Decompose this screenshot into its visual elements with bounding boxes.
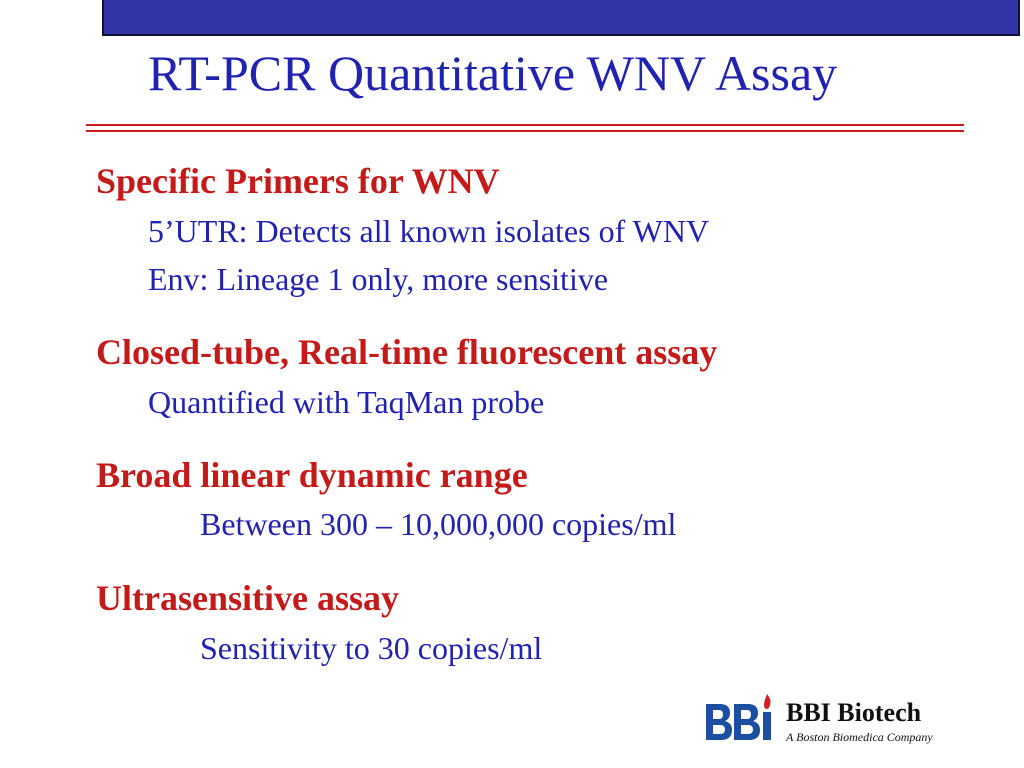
section-heading-dynamic-range: Broad linear dynamic range (96, 455, 528, 495)
section-item-env: Env: Lineage 1 only, more sensitive (148, 261, 609, 297)
section-heading-ultrasensitive: Ultrasensitive assay (96, 578, 399, 618)
slide-title: RT-PCR Quantitative WNV Assay (148, 45, 838, 101)
top-banner-bar (102, 0, 1020, 36)
title-divider-top (86, 124, 964, 126)
section-item-range-value: Between 300 – 10,000,000 copies/ml (200, 506, 677, 542)
section-item-utr: 5’UTR: Detects all known isolates of WNV (148, 213, 710, 249)
section-item-taqman: Quantified with TaqMan probe (148, 384, 545, 420)
bbi-biotech-logo: BBI Biotech A Boston Biomedica Company (706, 692, 956, 752)
logo-tagline: A Boston Biomedica Company (786, 730, 933, 744)
logo-company-name: BBI Biotech (786, 698, 922, 727)
section-heading-primers: Specific Primers for WNV (96, 161, 500, 201)
title-divider-bottom (86, 130, 964, 132)
bbi-logo-icon (706, 694, 771, 740)
section-heading-closed-tube: Closed-tube, Real-time fluorescent assay (96, 332, 718, 372)
section-item-sensitivity: Sensitivity to 30 copies/ml (200, 630, 543, 666)
